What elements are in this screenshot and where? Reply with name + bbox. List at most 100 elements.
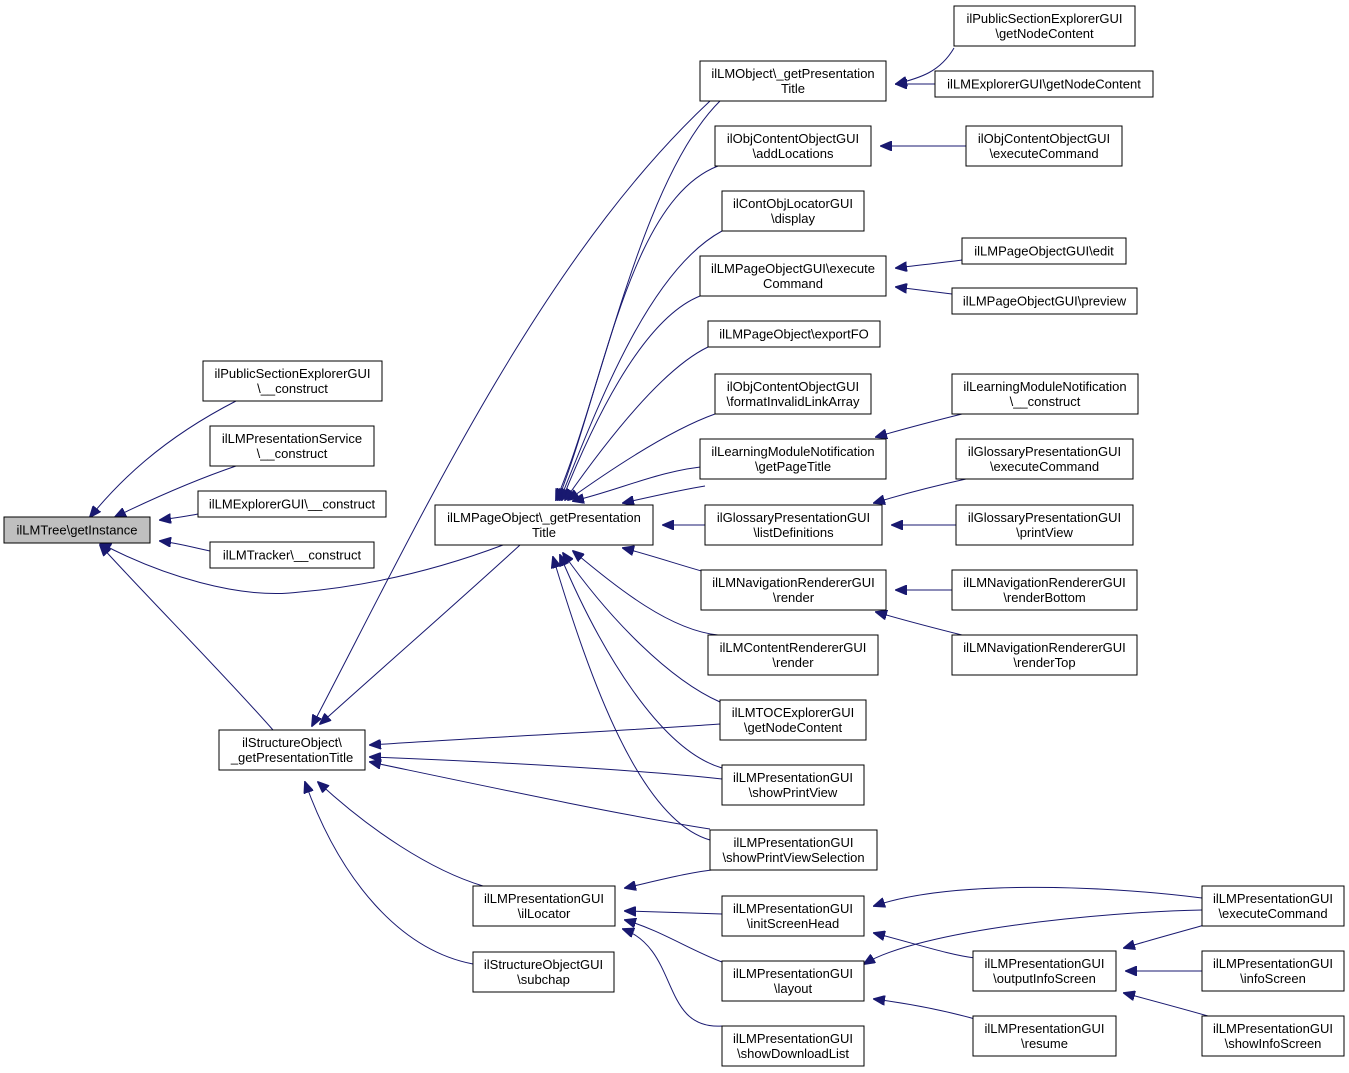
node-expl-get-node[interactable]: ilLMExplorerGUI\getNodeContent xyxy=(934,70,1154,98)
node-label: ilLMPresentationGUI xyxy=(1213,1021,1333,1036)
node-label: \listDefinitions xyxy=(753,525,834,540)
node-label: ilLMTracker\__construct xyxy=(223,548,362,563)
e-struct-getinst xyxy=(100,545,274,731)
node-lm-notif-cons[interactable]: ilLearningModuleNotification\__construct xyxy=(951,373,1139,415)
node-pub-sec-cons[interactable]: ilPublicSectionExplorerGUI\__construct xyxy=(202,360,383,402)
node-gloss-print[interactable]: ilGlossaryPresentationGUI\printView xyxy=(955,504,1134,546)
node-pres-exec[interactable]: ilLMPresentationGUI\executeCommand xyxy=(1201,885,1345,927)
e-toc-struct xyxy=(370,723,721,745)
node-struct-subchap[interactable]: ilStructureObjectGUI\subchap xyxy=(472,951,615,993)
e-glossexec-defs xyxy=(874,478,967,503)
node-page-obj-g-u-i-exec[interactable]: ilLMPageObjectGUI\executeCommand xyxy=(699,255,887,297)
node-page-obj-export-f-o[interactable]: ilLMPageObject\exportFO xyxy=(707,320,881,348)
node-label: \showPrintView xyxy=(749,785,838,800)
node-label: \showInfoScreen xyxy=(1225,1036,1322,1051)
node-pres-serv-cons[interactable]: ilLMPresentationService\__construct xyxy=(209,425,375,467)
node-label: ilObjContentObjectGUI xyxy=(978,131,1110,146)
node-label: ilLMPresentationGUI xyxy=(733,770,853,785)
node-label: \printView xyxy=(1016,525,1073,540)
node-label: ilLearningModuleNotification xyxy=(963,379,1126,394)
node-label: ilLMContentRendererGUI xyxy=(720,640,867,655)
e-exec-layout xyxy=(864,909,1203,964)
node-pres-layout[interactable]: ilLMPresentationGUI\layout xyxy=(721,960,865,1002)
e-lmobj-struct xyxy=(312,100,711,726)
node-label: ilLMPresentationGUI xyxy=(484,891,604,906)
node-label: ilLMObject\_getPresentation xyxy=(711,66,874,81)
e-pogui-pageobj xyxy=(562,295,701,500)
node-label: ilLMPresentationGUI xyxy=(734,835,854,850)
node-gloss-list-defs[interactable]: ilGlossaryPresentationGUI\listDefinition… xyxy=(704,504,883,546)
e-printsel-struct xyxy=(370,762,711,830)
e-locdisp-pageobj xyxy=(560,230,723,500)
e-layout-loc xyxy=(625,920,723,963)
node-obj-cont-add-loc[interactable]: ilObjContentObjectGUI\addLocations xyxy=(714,125,872,167)
node-obj-cont-exec[interactable]: ilObjContentObjectGUI\executeCommand xyxy=(965,125,1123,167)
node-label: ilLMExplorerGUI\__construct xyxy=(209,497,376,512)
node-label: \subchap xyxy=(517,972,570,987)
node-pres-info-screen[interactable]: ilLMPresentationGUI\infoScreen xyxy=(1201,950,1345,992)
node-label: ilLMPresentationGUI xyxy=(733,966,853,981)
node-nav-render[interactable]: ilLMNavigationRendererGUI\render xyxy=(700,569,887,611)
node-pres-locator[interactable]: ilLMPresentationGUI\ilLocator xyxy=(472,885,616,927)
e-download-loc xyxy=(623,929,723,1027)
e-pageobj-struct xyxy=(320,544,521,724)
e-notifcons-notif xyxy=(876,413,963,437)
e-exec-output xyxy=(1124,923,1209,948)
node-label: \layout xyxy=(774,981,813,996)
node-gloss-exec[interactable]: ilGlossaryPresentationGUI\executeCommand xyxy=(955,438,1134,480)
node-tracker-cons[interactable]: ilLMTracker\__construct xyxy=(209,541,375,569)
e-exportfo-pageobj xyxy=(565,346,709,500)
node-label: ilLMNavigationRendererGUI xyxy=(963,575,1126,590)
node-label: \executeCommand xyxy=(990,459,1099,474)
node-page-obj-g-u-i-preview[interactable]: ilLMPageObjectGUI\preview xyxy=(951,287,1138,315)
e-output-inithead xyxy=(874,933,976,959)
node-label: ilLMNavigationRendererGUI xyxy=(963,640,1126,655)
node-pres-show-print[interactable]: ilLMPresentationGUI\showPrintView xyxy=(721,764,865,806)
node-label: ilObjContentObjectGUI xyxy=(727,131,859,146)
node-toc-get-node[interactable]: ilLMTOCExplorerGUI\getNodeContent xyxy=(719,699,867,741)
node-pres-init-head[interactable]: ilLMPresentationGUI\initScreenHead xyxy=(721,895,865,937)
node-lm-notif-get-page[interactable]: ilLearningModuleNotification\getPageTitl… xyxy=(699,438,887,480)
node-label: ilPublicSectionExplorerGUI xyxy=(214,366,370,381)
e-navtop-nav xyxy=(876,612,963,636)
node-label: ilLMPresentationGUI xyxy=(1213,956,1333,971)
e-tracker-getinst xyxy=(160,541,211,552)
e-pageobj-getinst xyxy=(100,543,504,595)
node-page-obj-g-u-i-edit[interactable]: ilLMPageObjectGUI\edit xyxy=(961,237,1127,265)
node-label: \__construct xyxy=(1010,394,1081,409)
node-cont-obj-loc-display[interactable]: ilContObjLocatorGUI\display xyxy=(721,190,865,232)
node-label: ilGlossaryPresentationGUI xyxy=(968,510,1121,525)
node-expl-cons[interactable]: ilLMExplorerGUI\__construct xyxy=(197,490,387,518)
node-struct-obj-title[interactable]: ilStructureObject\_getPresentationTitle xyxy=(218,729,366,771)
node-page-obj-title[interactable]: ilLMPageObject\_getPresentationTitle xyxy=(434,504,654,546)
node-label: \showPrintViewSelection xyxy=(722,850,864,865)
node-nav-render-bottom[interactable]: ilLMNavigationRendererGUI\renderBottom xyxy=(951,569,1138,611)
node-label: Command xyxy=(763,276,823,291)
node-label: \renderTop xyxy=(1013,655,1075,670)
node-label: \outputInfoScreen xyxy=(993,971,1096,986)
node-pres-output-info[interactable]: ilLMPresentationGUI\outputInfoScreen xyxy=(972,950,1117,992)
node-label: ilStructureObject\ xyxy=(242,735,342,750)
node-pres-show-print-sel[interactable]: ilLMPresentationGUI\showPrintViewSelecti… xyxy=(709,829,878,871)
node-label: Title xyxy=(532,525,556,540)
node-label: ilLMPresentationGUI xyxy=(733,1031,853,1046)
node-nav-render-top[interactable]: ilLMNavigationRendererGUI\renderTop xyxy=(951,634,1138,676)
node-label: ilGlossaryPresentationGUI xyxy=(717,510,870,525)
node-lm-obj-title[interactable]: ilLMObject\_getPresentationTitle xyxy=(699,60,887,102)
e-toc-pageobj xyxy=(563,553,721,703)
node-get-instance[interactable]: ilLMTree\getInstance xyxy=(3,516,151,544)
e-resume-layout xyxy=(874,999,976,1020)
node-obj-cont-format-inv[interactable]: ilObjContentObjectGUI\formatInvalidLinkA… xyxy=(714,373,872,415)
e-pubsec-getinst xyxy=(90,400,237,517)
node-pub-sec-get-node[interactable]: ilPublicSectionExplorerGUI\getNodeConten… xyxy=(953,5,1136,47)
node-content-render[interactable]: ilLMContentRendererGUI\render xyxy=(707,634,879,676)
e-presserv-getinst xyxy=(115,465,237,517)
node-label: ilLMPageObjectGUI\preview xyxy=(963,294,1127,309)
node-label: \executeCommand xyxy=(1218,906,1327,921)
node-pres-show-download[interactable]: ilLMPresentationGUI\showDownloadList xyxy=(721,1025,865,1067)
node-label: ilLMTOCExplorerGUI xyxy=(732,705,855,720)
node-pres-show-info[interactable]: ilLMPresentationGUI\showInfoScreen xyxy=(1201,1015,1345,1057)
node-pres-resume[interactable]: ilLMPresentationGUI\resume xyxy=(972,1015,1117,1057)
node-label: \initScreenHead xyxy=(747,916,840,931)
